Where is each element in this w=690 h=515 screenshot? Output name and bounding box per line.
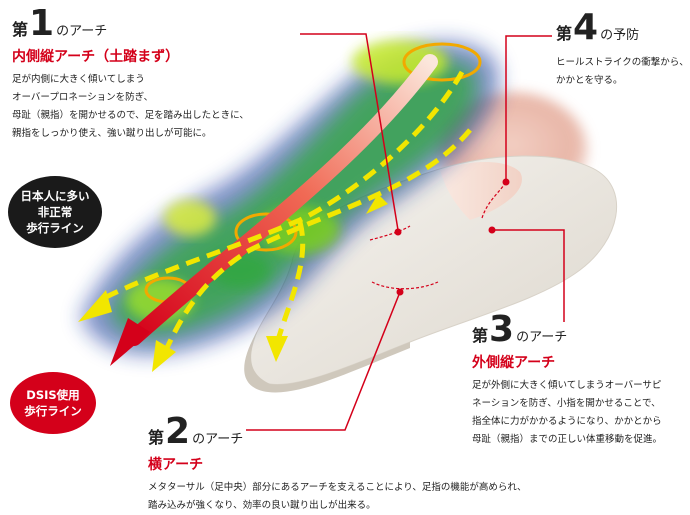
- arch3-suffix: のアーチ: [516, 330, 568, 345]
- arch2-prefix: 第: [148, 428, 165, 447]
- arch1-line: 足が内側に大きく傾いてしまう: [12, 74, 145, 85]
- abnormal-walking-line-arrows: [98, 70, 472, 352]
- prevention4-line: かかとを守る。: [556, 75, 623, 86]
- badge-line: 日本人に多い: [20, 189, 90, 203]
- arrow-heads: [78, 194, 388, 372]
- dsis-walking-line-badge: DSIS使用 歩行ライン: [10, 372, 96, 434]
- prevention4-description: ヒールストライクの衝撃から、 かかとを守る。: [556, 54, 689, 90]
- arch1-line: オーバープロネーションを防ぎ、: [12, 92, 154, 103]
- arch3-prefix: 第: [472, 326, 489, 345]
- arch2-description: メタターサル（足中央）部分にあるアーチを支えることにより、足指の機能が高められ、…: [148, 479, 526, 515]
- arch3-line: 足が外側に大きく傾いてしまうオーバーサピ: [472, 380, 662, 391]
- prevention4-suffix: の予防: [600, 28, 640, 43]
- arch2-line: メタターサル（足中央）部分にあるアーチを支えることにより、足指の機能が高められ、: [148, 482, 527, 493]
- arch1-line: 親指をしっかり使え、強い蹴り出しが可能に。: [12, 128, 212, 139]
- arch2-number: 2: [165, 411, 190, 452]
- arch3-line: 母趾（親指）までの正しい体重移動を促進。: [472, 434, 663, 445]
- arch2-suffix: のアーチ: [192, 432, 244, 447]
- arch2-subtitle: 横アーチ: [148, 457, 204, 473]
- leader-dots: [394, 178, 510, 296]
- arch1-line: 母趾（親指）を開かせるので、足を踏み出したときに、: [12, 110, 249, 121]
- badge-line: DSIS使用: [26, 388, 80, 402]
- arch1-subtitle: 内側縦アーチ（土踏まず）: [12, 49, 180, 65]
- arch1-description: 足が内側に大きく傾いてしまう オーバープロネーションを防ぎ、 母趾（親指）を開か…: [12, 71, 249, 143]
- arch1-number: 1: [29, 3, 54, 44]
- arch3-number: 3: [489, 309, 514, 350]
- prevention4-callout: 第 4 の予防 ヒールストライクの衝撃から、 かかとを守る。: [556, 10, 689, 90]
- japanese-abnormal-walking-line-badge: 日本人に多い 非正常 歩行ライン: [8, 176, 102, 248]
- prevention4-prefix: 第: [556, 24, 573, 43]
- arch1-prefix: 第: [12, 20, 29, 39]
- badge-line: 歩行ライン: [24, 404, 82, 418]
- prevention4-number: 4: [573, 7, 598, 48]
- arch3-line: ネーションを防ぎ、小指を開かせることで、: [472, 398, 661, 409]
- arch3-subtitle: 外側縦アーチ: [472, 355, 556, 371]
- prevention4-line: ヒールストライクの衝撃から、: [556, 57, 689, 68]
- arch2-callout: 第 2 のアーチ 横アーチ メタターサル（足中央）部分にあるアーチを支えることに…: [148, 414, 526, 515]
- leader-lines: [246, 33, 565, 431]
- arch3-description: 足が外側に大きく傾いてしまうオーバーサピ ネーションを防ぎ、小指を開かせることで…: [472, 377, 662, 449]
- arch3-callout: 第 3 のアーチ 外側縦アーチ 足が外側に大きく傾いてしまうオーバーサピ ネーシ…: [472, 312, 662, 449]
- badge-line: 歩行ライン: [26, 221, 84, 235]
- arch3-line: 指全体に力がかかるようになり、かかとから: [472, 416, 662, 427]
- arch1-callout: 第 1 のアーチ 内側縦アーチ（土踏まず） 足が内側に大きく傾いてしまう オーバ…: [12, 6, 249, 143]
- badge-line: 非正常: [37, 205, 73, 219]
- arch1-suffix: のアーチ: [56, 24, 108, 39]
- arch2-line: 踏み込みが強くなり、効率の良い蹴り出しが出来る。: [148, 500, 376, 511]
